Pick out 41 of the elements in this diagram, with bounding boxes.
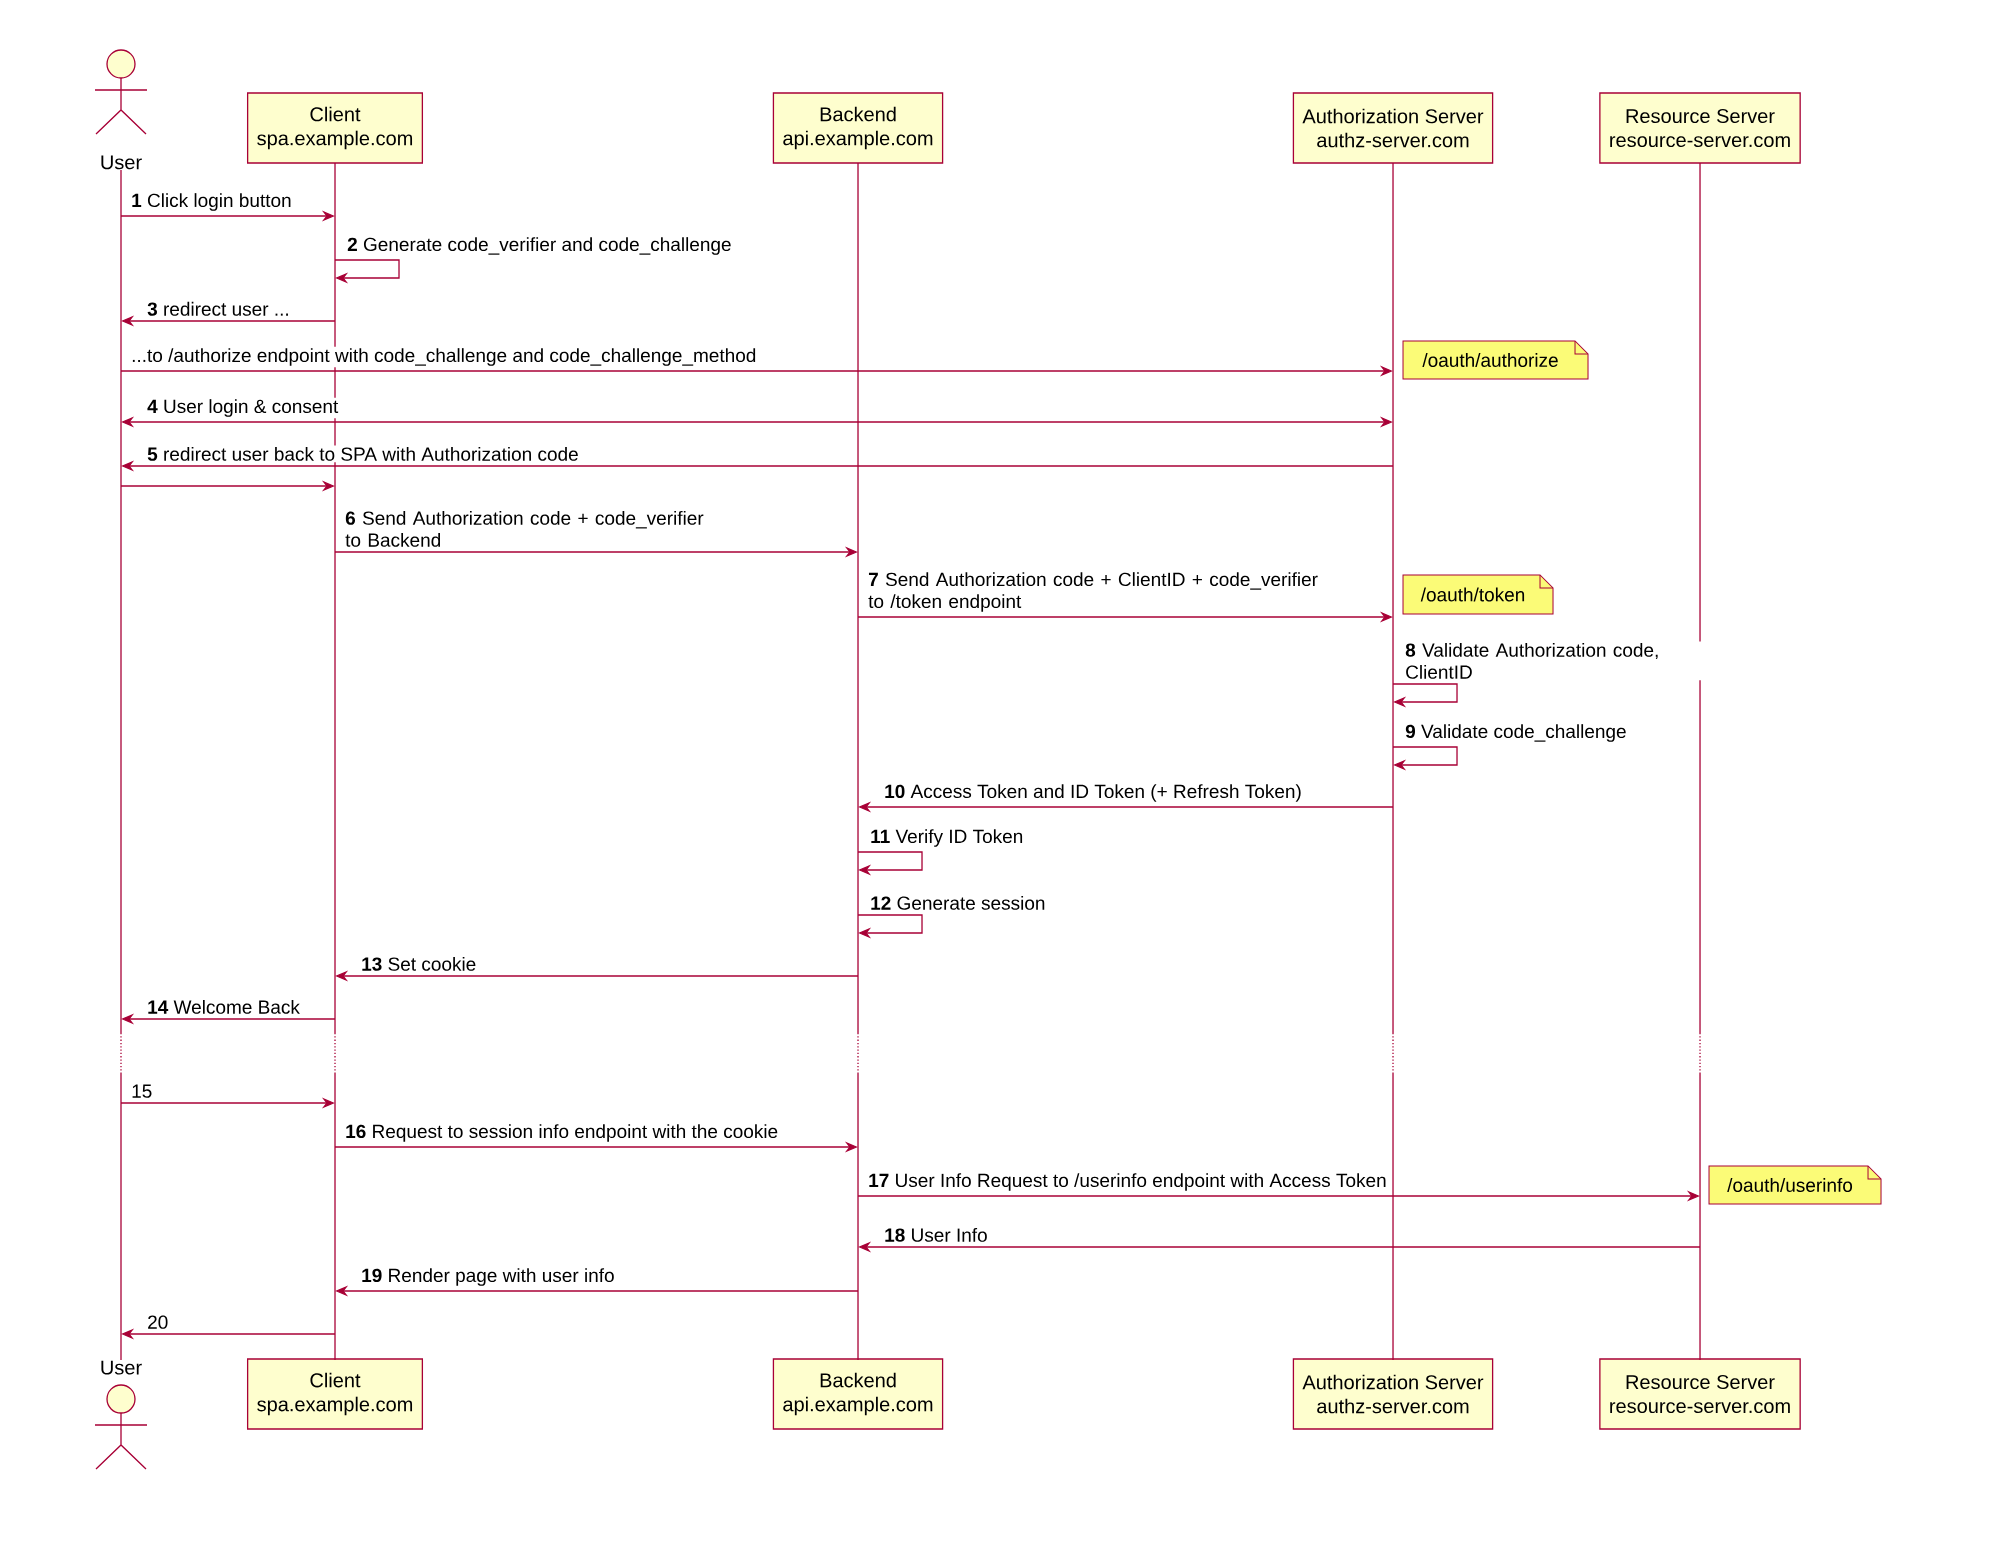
self-arrow xyxy=(334,259,400,284)
node-label: User xyxy=(101,1360,142,1375)
edge-label: 13 Set cookie xyxy=(359,955,478,973)
note: /oauth/authorize xyxy=(1402,340,1589,380)
participant-box: Resource Server resource-server.com xyxy=(1599,92,1801,164)
participant-box: Client spa.example.com xyxy=(247,92,424,164)
self-arrow xyxy=(857,914,923,939)
edge-label: 11 Verify ID Token xyxy=(868,827,1025,849)
edge-label: 2 Generate code_verifier and code_challenge xyxy=(345,235,734,257)
edge-label: 16 Request to session info endpoint with the cookie xyxy=(343,1122,780,1144)
edge-label: 18 User Info xyxy=(882,1226,990,1244)
edge-label: 14 Welcome Back xyxy=(145,998,302,1016)
node-label: User xyxy=(101,155,142,170)
edge-label: 20 xyxy=(145,1313,170,1331)
participant-box: Resource Server resource-server.com xyxy=(1599,1358,1801,1430)
edge-label: 8 Validate Authorization code, ClientID xyxy=(1403,641,1707,681)
edge-label: 19 Render page with user info xyxy=(359,1266,617,1288)
edge-label: 17 User Info Request to /userinfo endpoint with Access Token xyxy=(866,1171,1389,1193)
edge-label: 6 Send Authorization code + code_verifier to Backend xyxy=(343,509,709,549)
edge-label: 10 Access Token and ID Token (+ Refresh Token) xyxy=(882,782,1304,804)
participant-box: Backend api.example.com xyxy=(772,92,944,164)
participant-box: Authorization Server authz-server.com xyxy=(1292,92,1494,164)
self-arrow xyxy=(857,851,923,876)
edge-label: 5 redirect user back to SPA with Authorization code xyxy=(145,445,581,463)
note: /oauth/token xyxy=(1402,574,1554,615)
edge-label: 9 Validate code_challenge xyxy=(1403,722,1629,744)
participant-box: Client spa.example.com xyxy=(247,1358,424,1430)
self-arrow xyxy=(1392,746,1458,771)
participant-box: Backend api.example.com xyxy=(772,1358,944,1430)
note: /oauth/userinfo xyxy=(1708,1165,1882,1205)
edge-label: 4 User login & consent xyxy=(145,397,340,419)
edge-label: 12 Generate session xyxy=(868,894,1047,912)
actor: User xyxy=(94,49,148,170)
edge-label: 7 Send Authorization code + ClientID + code_verifier to /token endpoint xyxy=(866,570,1328,614)
self-arrow xyxy=(1392,683,1458,708)
edge-label: 1 Click login button xyxy=(129,191,294,213)
participant-box: Authorization Server authz-server.com xyxy=(1292,1358,1494,1430)
actor: User xyxy=(94,1360,148,1470)
edge-label: 3 redirect user ... xyxy=(145,300,292,318)
edge-label: ...to /authorize endpoint with code_challenge and code_challenge_method xyxy=(129,346,758,368)
edge-label: 15 xyxy=(129,1083,154,1100)
